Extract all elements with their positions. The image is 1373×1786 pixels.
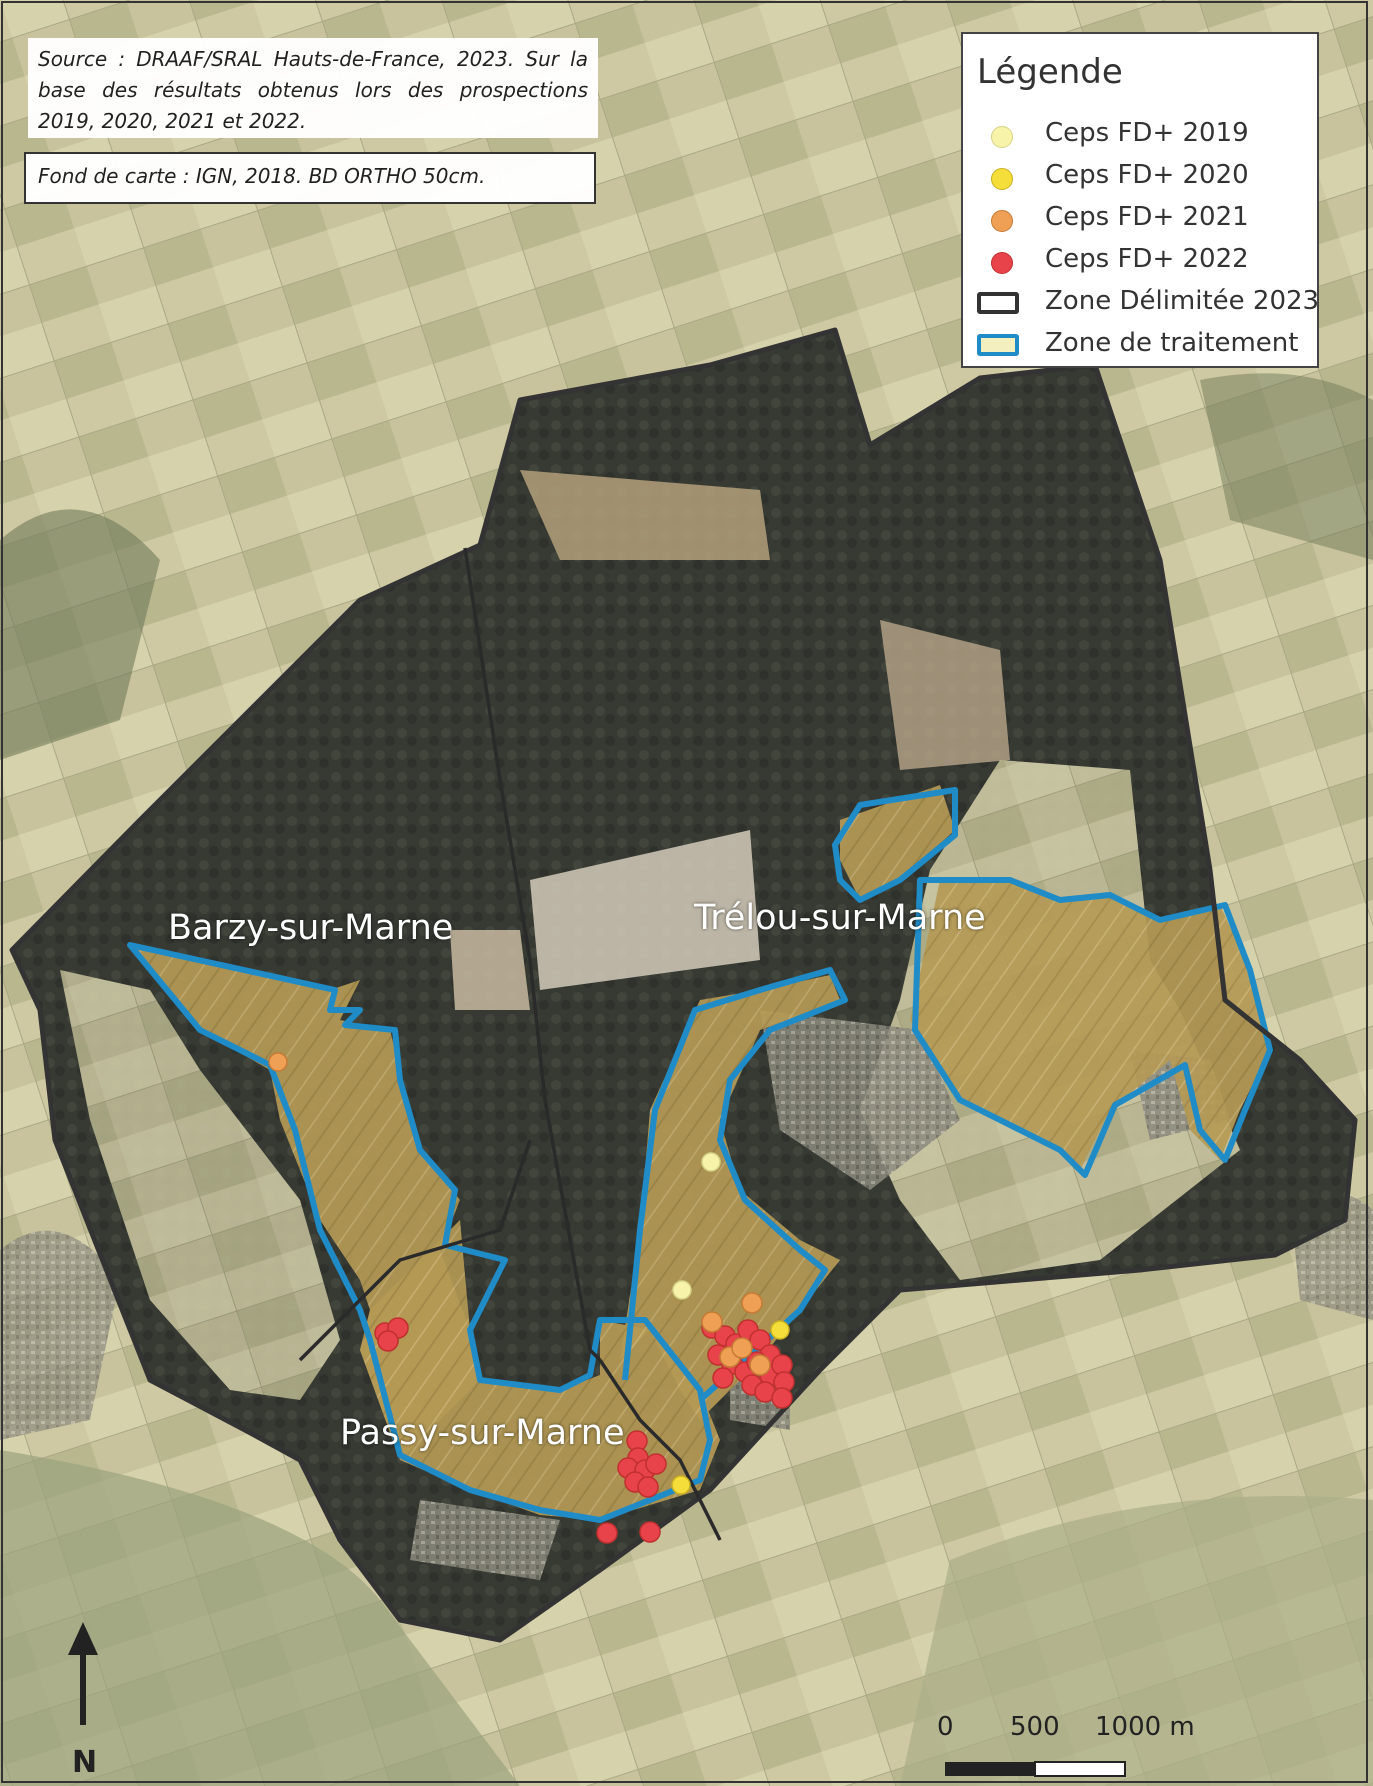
scale-label-1000: 1000 m <box>1095 1712 1195 1742</box>
legend-item-treatment-zone: Zone de traitement <box>975 326 1315 366</box>
treatment-zone-trelou-north <box>840 785 955 900</box>
village-passy <box>410 1500 560 1580</box>
town-west <box>0 1230 120 1440</box>
treatment-zone-outlines <box>127 787 1273 1523</box>
legend-label-2021: Ceps FD+ 2021 <box>1045 202 1249 232</box>
green-land-sw <box>0 1450 520 1786</box>
legend-item-delimited-zone: Zone Délimitée 2023 <box>975 284 1319 324</box>
point-2020-icon <box>991 168 1013 190</box>
points-2021 <box>268 1052 771 1376</box>
clearing-small <box>450 930 530 1010</box>
scale-bar-graphic <box>945 1761 1126 1777</box>
legend-label-treatment-zone: Zone de traitement <box>1045 328 1299 358</box>
fields-west <box>60 970 340 1400</box>
basemap-note: Fond de carte : IGN, 2018. BD ORTHO 50cm… <box>24 152 596 204</box>
place-label-trelou: Trélou-sur-Marne <box>694 898 986 938</box>
legend-item-2022: Ceps FD+ 2022 <box>975 242 1315 282</box>
woods-ne <box>1200 373 1373 560</box>
legend-label-delimited-zone: Zone Délimitée 2023 <box>1045 286 1320 316</box>
legend-title: Légende <box>977 52 1123 92</box>
scale-label-0: 0 <box>937 1712 954 1742</box>
clearing-east <box>880 620 1010 770</box>
green-land-se <box>900 1496 1373 1786</box>
legend-label-2020: Ceps FD+ 2020 <box>1045 160 1249 190</box>
points-2020 <box>671 1320 790 1495</box>
village-trelou <box>760 1010 960 1190</box>
legend-label-2022: Ceps FD+ 2022 <box>1045 244 1249 274</box>
north-arrow-icon <box>68 1622 98 1725</box>
legend: Légende Ceps FD+ 2019 Ceps FD+ 2020 Ceps… <box>961 32 1319 368</box>
treatment-zone-trelou-east <box>910 880 1270 1170</box>
place-label-barzy: Barzy-sur-Marne <box>168 908 454 948</box>
scale-label-500: 500 <box>1010 1712 1060 1742</box>
delimited-zone-icon <box>977 292 1019 314</box>
place-label-passy: Passy-sur-Marne <box>340 1413 625 1453</box>
clearing-north <box>520 470 770 560</box>
legend-item-2021: Ceps FD+ 2021 <box>975 200 1315 240</box>
source-note: Source : DRAAF/SRAL Hauts-de-France, 202… <box>28 38 598 138</box>
woods-west <box>0 509 160 760</box>
north-label: N <box>72 1745 98 1780</box>
treatment-zone-trelou-west <box>620 975 840 1420</box>
points-2019 <box>672 1152 721 1300</box>
legend-item-2020: Ceps FD+ 2020 <box>975 158 1315 198</box>
points-2022 <box>374 1317 795 1544</box>
point-2022-icon <box>991 252 1013 274</box>
delimited-zone-outline <box>9 327 1358 1643</box>
point-2019-icon <box>991 126 1013 148</box>
legend-label-2019: Ceps FD+ 2019 <box>1045 118 1249 148</box>
treatment-zone-passy-west <box>360 1220 480 1460</box>
commune-boundaries <box>298 547 722 1541</box>
point-2021-icon <box>991 210 1013 232</box>
legend-item-2019: Ceps FD+ 2019 <box>975 116 1315 156</box>
treatment-zone-icon <box>977 334 1019 356</box>
clearing-center <box>530 830 760 990</box>
